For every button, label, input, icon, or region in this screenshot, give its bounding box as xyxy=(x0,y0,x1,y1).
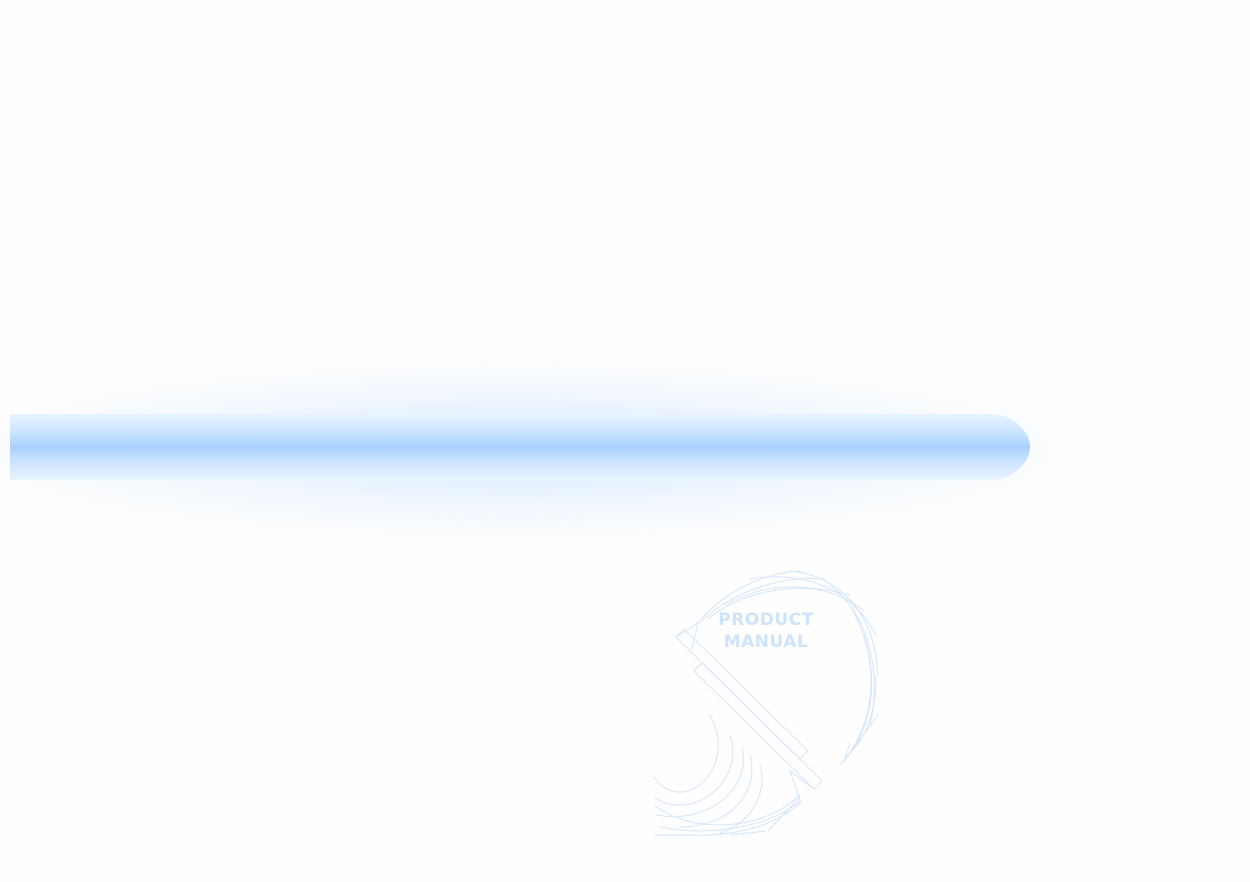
product-manual-logo-icon xyxy=(653,570,879,836)
cover-banner-shape xyxy=(10,414,1030,480)
product-manual-logo: PRODUCT MANUAL xyxy=(650,565,882,837)
banner-bar xyxy=(10,414,1030,480)
cover-banner xyxy=(0,360,1080,540)
